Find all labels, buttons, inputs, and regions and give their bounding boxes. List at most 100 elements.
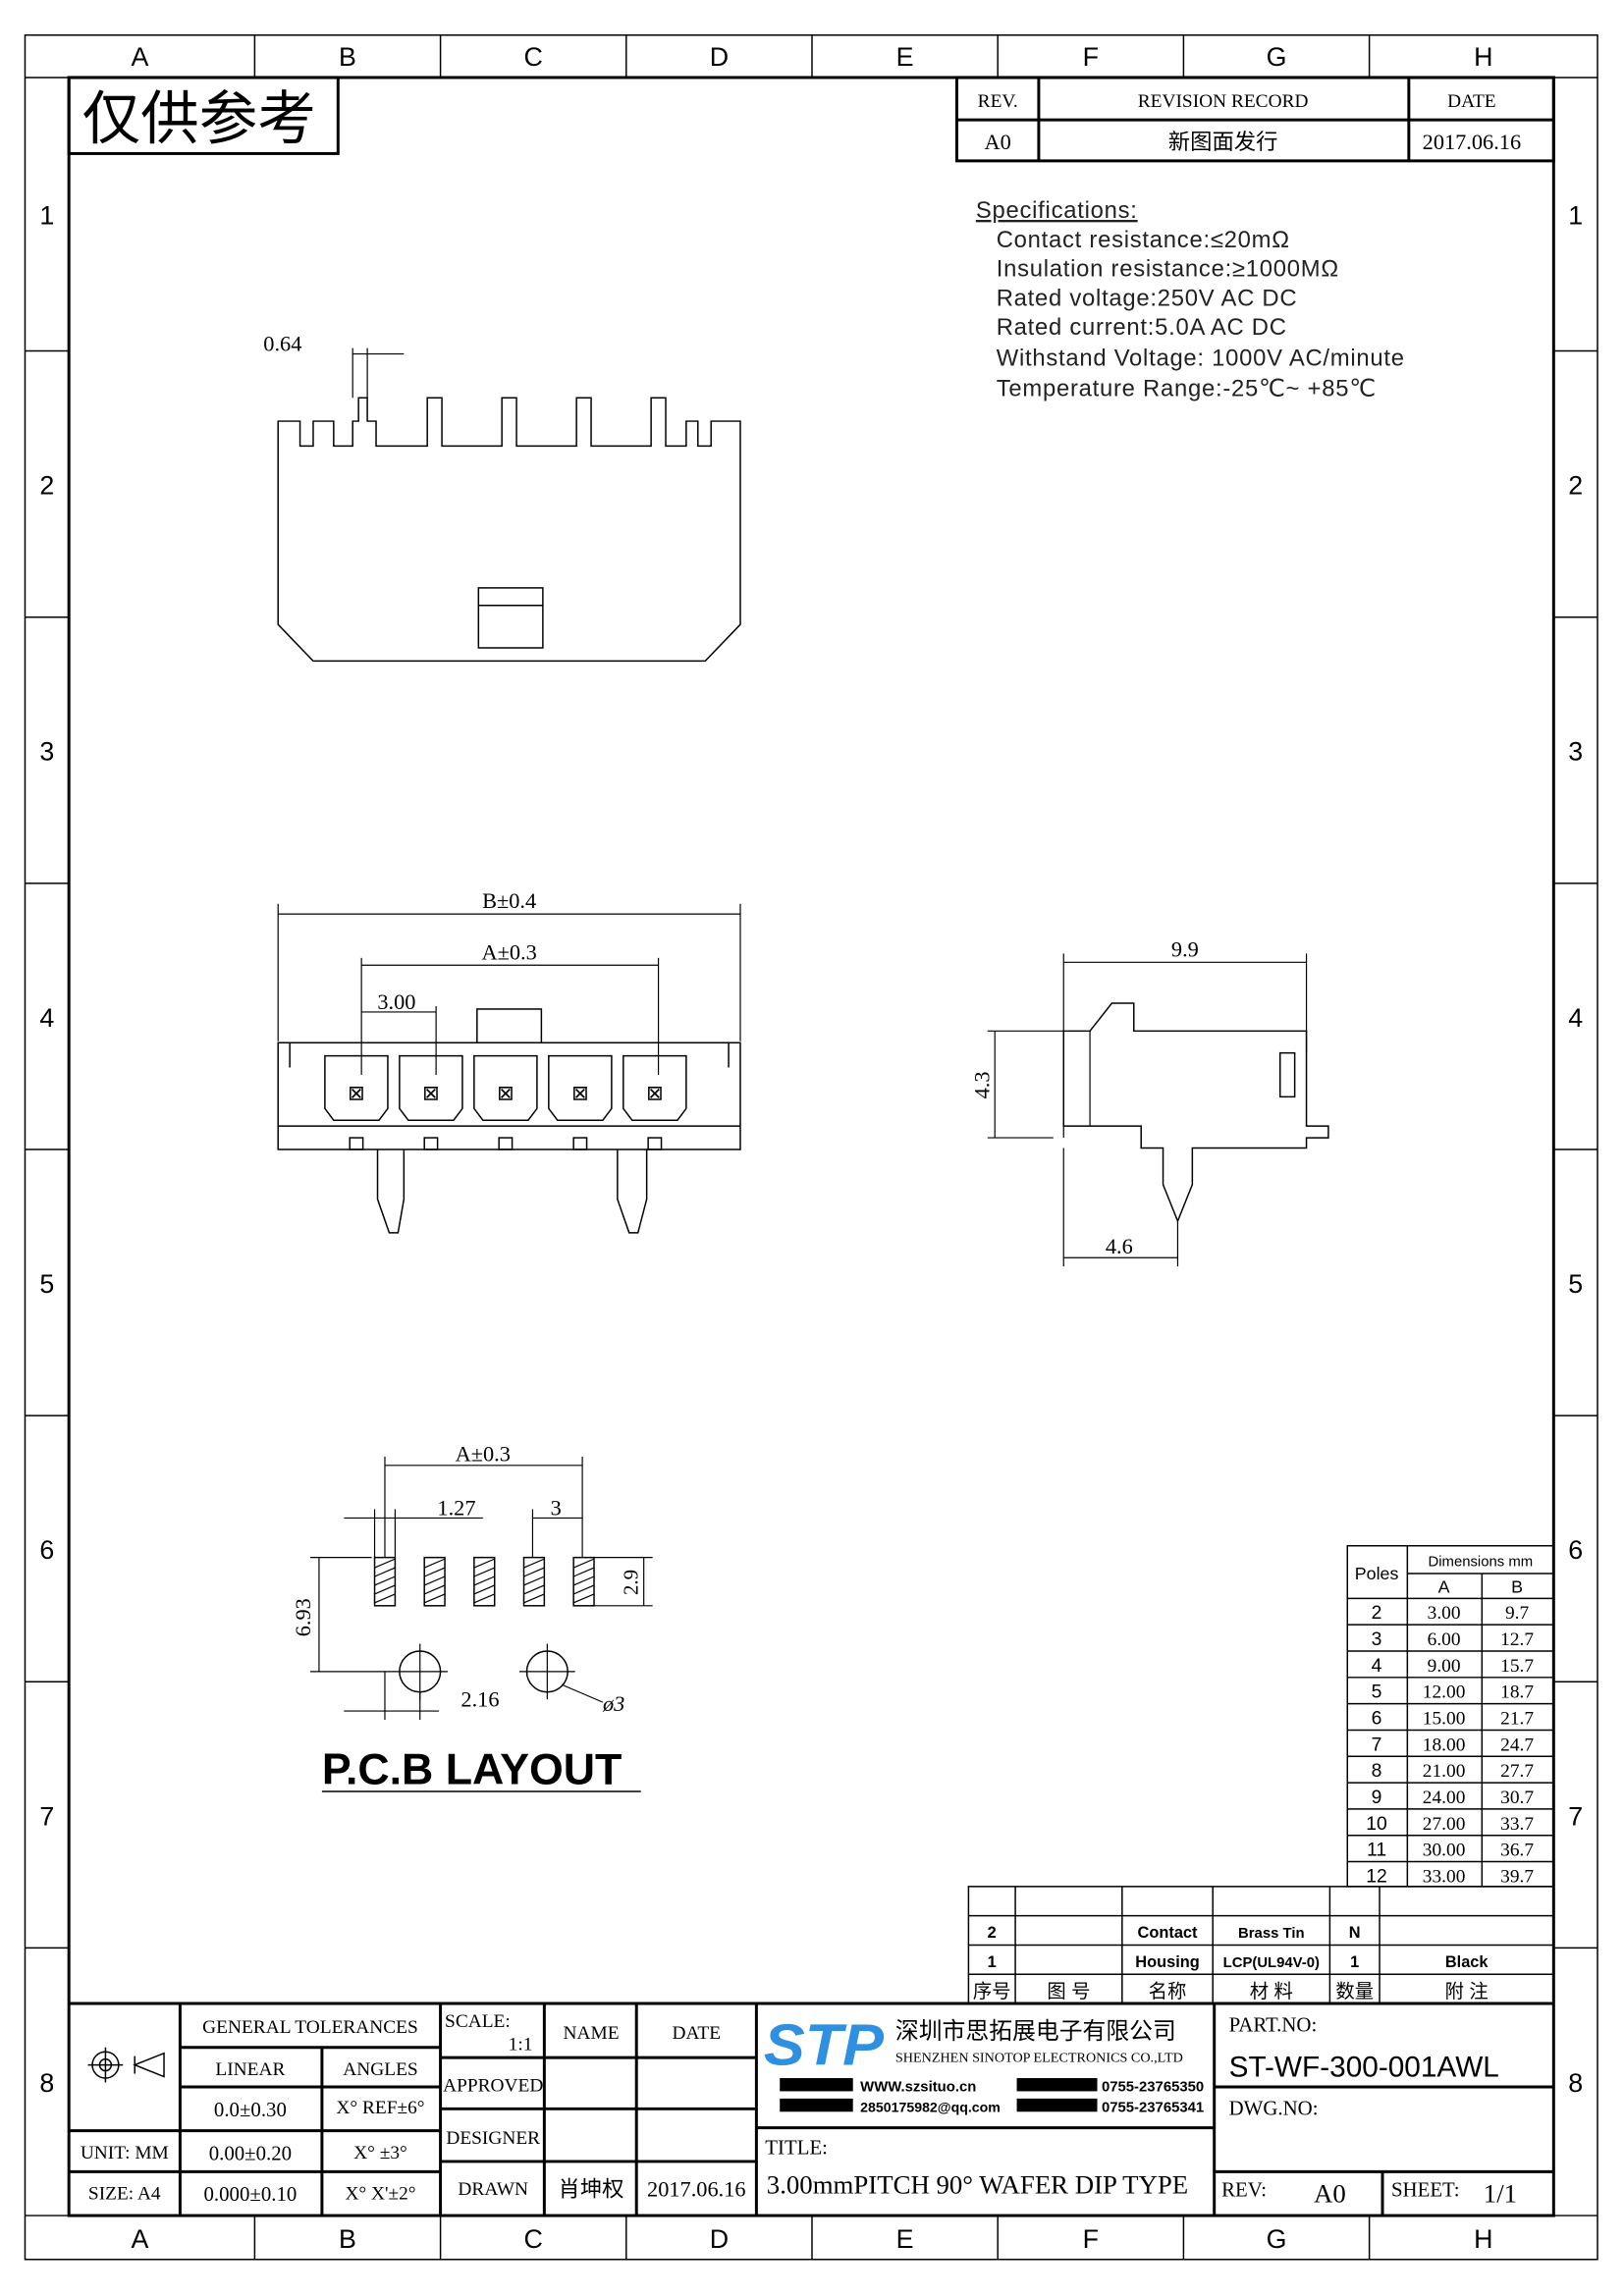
- bom-header: 材 料: [1250, 1981, 1293, 2002]
- poles-cell: 4: [1372, 1655, 1382, 1677]
- title-label: TITLE:: [765, 2135, 828, 2159]
- revision-table: REV. REVISION RECORD DATE A0 新图面发行 2017.…: [955, 76, 1555, 163]
- row-marker: 7: [1568, 1801, 1583, 1831]
- bom-cell: 1: [1350, 1953, 1359, 1971]
- row-marker: 7: [39, 1801, 54, 1831]
- bom-cell: Housing: [1135, 1953, 1200, 1971]
- dim-b-cell: 15.7: [1500, 1656, 1534, 1677]
- column-marker: G: [1267, 2224, 1287, 2254]
- pad-hatch: [423, 1558, 446, 1569]
- tolerance-linear: 0.00±0.20: [209, 2141, 292, 2164]
- bom-header: 附 注: [1445, 1981, 1489, 2002]
- bom-cell: Brass Tin: [1238, 1926, 1305, 1942]
- dim-b-cell: 18.7: [1500, 1682, 1534, 1703]
- pin-tail: [498, 1137, 514, 1150]
- dim-pitch: 3.00: [377, 989, 415, 1014]
- sheet-label: SHEET:: [1391, 2178, 1460, 2202]
- row-marker: 2: [39, 471, 54, 501]
- unit-label: UNIT: MM: [81, 2143, 169, 2163]
- bom-cell: Contact: [1138, 1924, 1198, 1942]
- fax-label-redacted: [1016, 2098, 1098, 2112]
- rev-label: REV:: [1221, 2178, 1267, 2202]
- dim-peg: 4.6: [1106, 1234, 1133, 1258]
- record-header: REVISION RECORD: [1138, 91, 1309, 112]
- drawn-name: 肖坤权: [559, 2177, 624, 2202]
- column-marker: D: [710, 2224, 729, 2254]
- approved-label: APPROVED: [443, 2075, 543, 2096]
- col-b-header: B: [1511, 1576, 1523, 1596]
- poles-cell: 7: [1372, 1734, 1382, 1755]
- dim-a-cell: 33.00: [1423, 1866, 1466, 1887]
- pad-hatch: [374, 1584, 396, 1595]
- poles-cell: 6: [1372, 1707, 1382, 1729]
- size-label: SIZE: A4: [88, 2184, 161, 2205]
- pcb-dim-pad-len: 2.9: [620, 1570, 643, 1595]
- projection-symbol-icon: [87, 2047, 165, 2083]
- pcb-pad: [572, 1556, 595, 1607]
- company-phone: 0755-23765350: [1102, 2079, 1204, 2095]
- row-marker: 5: [1568, 1269, 1583, 1299]
- contact-pin-icon: ⊠: [348, 1082, 364, 1104]
- bom-header: 数量: [1335, 1981, 1374, 2002]
- column-marker: G: [1267, 42, 1287, 72]
- contact-cavity: [324, 1054, 389, 1121]
- contact-cavity: [623, 1054, 687, 1121]
- side-view: 9.9 4.3 4.6: [969, 936, 1329, 1267]
- row-marker: 6: [39, 1535, 54, 1565]
- poles-cell: 2: [1372, 1602, 1382, 1624]
- pcb-dim-pad: 1.27: [437, 1495, 475, 1520]
- pcb-dim-pitch: 3: [551, 1495, 562, 1520]
- pad-hatch: [523, 1584, 545, 1595]
- row-marker: 6: [1568, 1535, 1583, 1565]
- column-marker: C: [524, 42, 543, 72]
- dim-a-cell: 21.00: [1423, 1761, 1466, 1782]
- column-marker: D: [710, 42, 729, 72]
- pad-hatch: [423, 1593, 446, 1604]
- pcb-dim-a: A±0.3: [456, 1441, 511, 1466]
- scale-value: 1:1: [509, 2035, 533, 2056]
- dim-height: 4.3: [969, 1071, 994, 1098]
- dim-b-cell: 33.7: [1500, 1814, 1534, 1835]
- pad-hatch: [572, 1558, 595, 1569]
- front-view: B±0.4 A±0.3 3.00 ⊠⊠⊠⊠⊠: [277, 888, 741, 1234]
- poles-cell: 5: [1372, 1682, 1382, 1703]
- dim-b-cell: 36.7: [1500, 1841, 1534, 1861]
- column-marker: A: [131, 42, 148, 72]
- name-header: NAME: [564, 2023, 620, 2044]
- bom-cell: 2: [988, 1924, 997, 1942]
- column-marker: B: [339, 42, 356, 72]
- spec-line: Withstand Voltage: 1000V AC/minute: [997, 345, 1405, 371]
- contact-pin-icon: ⊠: [497, 1082, 514, 1104]
- part-no-label: PART.NO:: [1229, 2012, 1318, 2036]
- pad-hatch: [523, 1558, 545, 1569]
- company-fax: 0755-23765341: [1102, 2100, 1204, 2115]
- tolerance-angle: X° ±3°: [353, 2143, 407, 2163]
- bom-cell: LCP(UL94V-0): [1223, 1955, 1320, 1971]
- dim-pin-width: 0.64: [263, 332, 301, 356]
- pad-hatch: [473, 1575, 495, 1586]
- dim-a-cell: 24.00: [1423, 1788, 1466, 1808]
- pad-hatch: [473, 1593, 495, 1604]
- poles-cell: 11: [1367, 1840, 1386, 1861]
- drawn-label: DRAWN: [458, 2179, 528, 2200]
- dim-b-cell: 30.7: [1500, 1788, 1534, 1808]
- drawn-date: 2017.06.16: [647, 2177, 745, 2202]
- pin-tail: [647, 1137, 663, 1150]
- bom-header: 序号: [973, 1981, 1011, 2002]
- dim-b-cell: 12.7: [1500, 1629, 1534, 1650]
- designer-label: DESIGNER: [446, 2128, 540, 2149]
- phone-label-redacted: [1016, 2078, 1098, 2092]
- spec-line: Insulation resistance:≥1000MΩ: [997, 256, 1339, 283]
- poles-cell: 12: [1366, 1865, 1387, 1887]
- contact-cavity: [548, 1054, 613, 1121]
- contact-cavity: [473, 1054, 538, 1121]
- drawing-title: 3.00mmPITCH 90° WAFER DIP TYPE: [767, 2170, 1188, 2200]
- dim-a-cell: 18.00: [1423, 1735, 1466, 1755]
- rev-value: A0: [985, 130, 1011, 154]
- contact-cavity: [399, 1054, 463, 1121]
- pad-hatch: [523, 1575, 545, 1586]
- company-name-cn: 深圳市思拓展电子有限公司: [895, 2018, 1176, 2045]
- dim-a-cell: 15.00: [1423, 1708, 1466, 1729]
- column-marker: B: [339, 2224, 356, 2254]
